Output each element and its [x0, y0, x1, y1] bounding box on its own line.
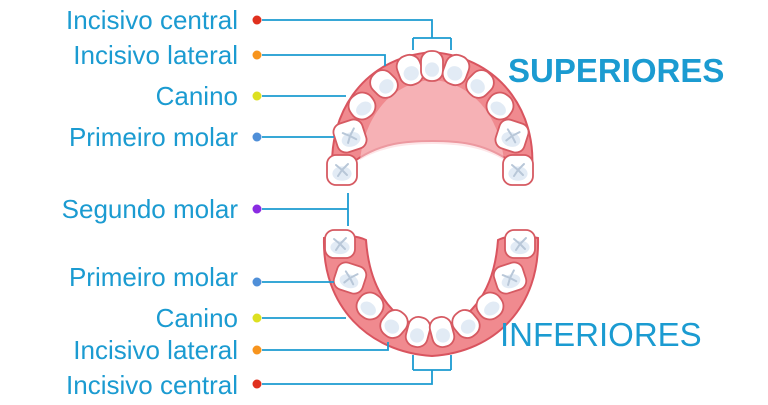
label-second-molar: Segundo molar	[62, 196, 238, 222]
label-upper-central-incisor: Incisivo central	[66, 7, 238, 33]
label-upper-first-molar: Primeiro molar	[69, 124, 238, 150]
tooth-lower-second-molar-right	[505, 230, 535, 258]
label-lower-central-incisor: Incisivo central	[66, 372, 238, 398]
label-lower-first-molar: Primeiro molar	[69, 264, 238, 290]
label-upper-lateral-incisor: Incisivo lateral	[73, 42, 238, 68]
dot-upper-first-molar	[253, 133, 262, 142]
dot-upper-lateral-incisor	[253, 51, 262, 60]
dot-upper-central-incisor	[253, 16, 262, 25]
leader-second-molar	[262, 193, 348, 226]
dot-lower-canine	[253, 314, 262, 323]
tooth-lower-second-molar-left	[325, 230, 355, 258]
label-upper-canine: Canino	[156, 83, 238, 109]
dot-lower-lateral-incisor	[253, 346, 262, 355]
dot-lower-central-incisor	[253, 380, 262, 389]
label-lower-canine: Canino	[156, 305, 238, 331]
dot-second-molar	[253, 205, 262, 214]
dot-upper-canine	[253, 92, 262, 101]
dot-lower-first-molar	[253, 278, 262, 287]
leader-upper-lateral-incisor	[262, 55, 385, 66]
leader-upper-central-incisor	[262, 20, 451, 50]
tooth-upper-second-molar-right	[503, 155, 533, 185]
tooth-upper-second-molar-left	[327, 155, 357, 185]
upper-jaw	[327, 51, 533, 185]
tooth-upper-central-incisor	[421, 51, 443, 81]
lower-jaw-title: INFERIORES	[500, 316, 702, 354]
leader-lower-lateral-incisor	[262, 342, 388, 350]
label-lower-lateral-incisor: Incisivo lateral	[73, 337, 238, 363]
leader-lower-central-incisor	[262, 355, 451, 384]
upper-jaw-title: SUPERIORES	[508, 52, 724, 90]
